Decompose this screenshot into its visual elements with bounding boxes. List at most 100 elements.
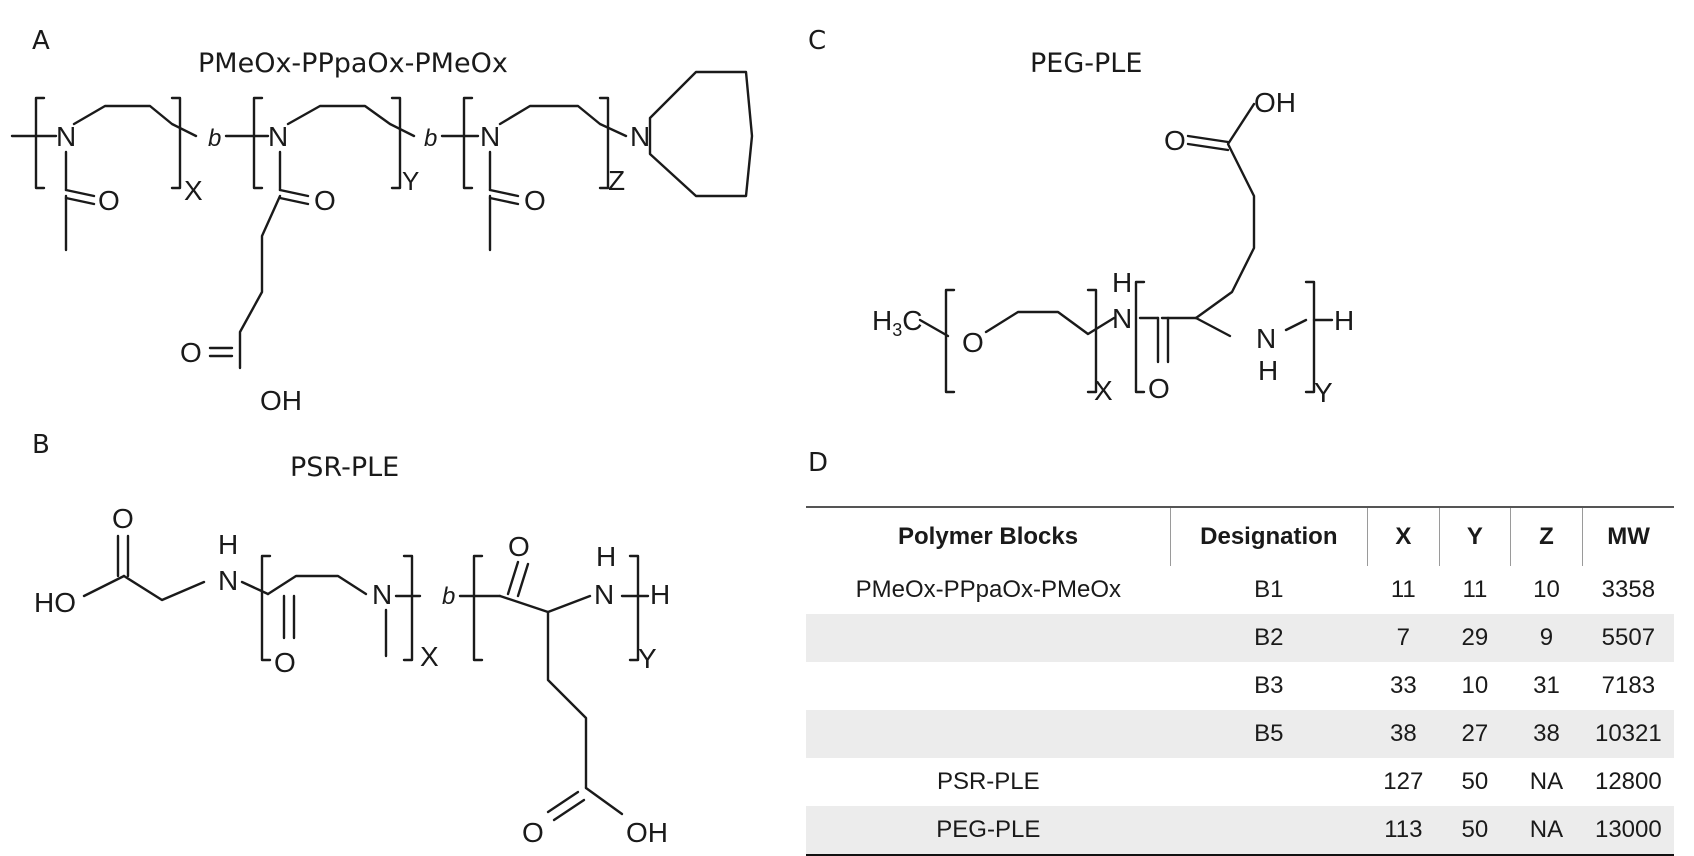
cell-polymer	[806, 710, 1171, 758]
atom-o: O	[1164, 125, 1186, 156]
table-row: B5 38 27 38 10321	[806, 710, 1674, 758]
header-z: Z	[1509, 506, 1583, 566]
cell-mw: 12800	[1594, 768, 1662, 795]
cell-polymer	[806, 614, 1171, 662]
cell-polymer: PMeOx-PPpaOx-PMeOx	[855, 576, 1122, 603]
atom-h: H	[218, 529, 238, 560]
bracket-close	[170, 96, 182, 190]
cell-y: 10	[1461, 672, 1489, 699]
atom-o: O	[274, 647, 296, 678]
cell-x: 33	[1389, 672, 1417, 699]
cell-polymer: PSR-PLE	[936, 768, 1040, 795]
atom-oh: OH	[260, 385, 302, 416]
atom-ho: HO	[34, 587, 76, 618]
subscript-x: X	[420, 641, 439, 672]
atom-o: O	[180, 337, 202, 368]
atom-o: O	[98, 185, 120, 216]
atom-n: N	[218, 565, 238, 596]
atom-h: H	[1334, 305, 1354, 336]
subscript-y: Y	[638, 643, 657, 674]
cell-z: NA	[1529, 768, 1564, 795]
block-b-2: b	[424, 125, 437, 152]
atom-n: N	[372, 579, 392, 610]
atom-o: O	[524, 185, 546, 216]
atom-o: O	[314, 185, 336, 216]
atom-h3c: H3C	[872, 305, 922, 340]
cell-mw: 5507	[1582, 614, 1674, 662]
atom-o: O	[962, 327, 984, 358]
atom-oh: OH	[1254, 87, 1296, 118]
header-x: X	[1366, 506, 1440, 566]
cell-designation: B3	[1254, 672, 1284, 699]
header-mw: MW	[1582, 506, 1674, 566]
cell-x: 127	[1383, 768, 1424, 795]
cell-mw: 13000	[1582, 806, 1674, 856]
cell-designation	[1170, 806, 1367, 856]
atom-o: O	[522, 817, 544, 848]
cell-z: 9	[1510, 614, 1583, 662]
structure-c: OH O H3C O X H N O N H H Y	[872, 87, 1354, 408]
panel-letter-a: A	[32, 26, 50, 56]
atom-oh: OH	[626, 817, 668, 848]
cell-x: 7	[1367, 614, 1440, 662]
cell-polymer	[806, 662, 1171, 710]
cell-polymer: PEG-PLE	[806, 806, 1171, 856]
block-b: b	[442, 583, 455, 610]
polymer-table: Polymer Blocks Designation X Y Z MW PMeO…	[806, 506, 1674, 856]
cell-mw: 10321	[1582, 710, 1674, 758]
table-row: PEG-PLE 113 50 NA 13000	[806, 806, 1674, 856]
atom-n: N	[630, 121, 650, 152]
cell-z: NA	[1510, 806, 1583, 856]
table-header-row: Polymer Blocks Designation X Y Z MW	[806, 506, 1674, 566]
subscript-z: Z	[608, 165, 625, 196]
header-designation: Designation	[1170, 506, 1367, 566]
subscript-y: Y	[1314, 377, 1333, 408]
cell-designation: B2	[1170, 614, 1367, 662]
block-b-1: b	[208, 125, 221, 152]
atom-n: N	[268, 121, 288, 152]
piperidine-ring	[648, 70, 754, 198]
atom-h: H	[1112, 267, 1132, 298]
atom-n: N	[594, 579, 614, 610]
table-row: PMeOx-PPpaOx-PMeOx B1 11 11 10 3358	[806, 566, 1674, 614]
cell-designation	[1171, 758, 1367, 806]
cell-x: 38	[1367, 710, 1440, 758]
structure-title-a: PMeOx-PPpaOx-PMeOx	[198, 48, 508, 79]
structure-title-b: PSR-PLE	[290, 452, 400, 483]
subscript-x: X	[1094, 375, 1113, 406]
table-row: PSR-PLE 127 50 NA 12800	[806, 758, 1674, 806]
cell-x: 11	[1390, 576, 1416, 603]
cell-y: 50	[1439, 806, 1511, 856]
header-y: Y	[1439, 506, 1511, 566]
structure-title-c: PEG-PLE	[1030, 48, 1143, 79]
structure-a: N O X b N O O OH Y b N	[10, 70, 754, 416]
atom-n: N	[1112, 303, 1132, 334]
cell-x: 113	[1367, 806, 1440, 856]
table-row: B3 33 10 31 7183	[806, 662, 1674, 710]
cell-mw: 7183	[1601, 672, 1656, 699]
atom-o: O	[508, 531, 530, 562]
cell-z: 31	[1533, 672, 1560, 699]
cell-designation: B5	[1170, 710, 1367, 758]
cell-y: 50	[1461, 768, 1489, 795]
header-polymer-blocks: Polymer Blocks	[806, 506, 1171, 566]
atom-h: H	[1258, 355, 1278, 386]
cell-y: 27	[1439, 710, 1511, 758]
cell-z: 38	[1510, 710, 1583, 758]
atom-n: N	[480, 121, 500, 152]
bracket-open	[34, 96, 46, 190]
atom-n: N	[1256, 323, 1276, 354]
atom-n: N	[56, 121, 76, 152]
cell-mw: 3358	[1601, 576, 1656, 603]
cell-designation: B1	[1254, 576, 1284, 603]
structure-b: O HO H N O N X b O H N H Y	[34, 503, 670, 848]
panel-letter-c: C	[808, 26, 827, 56]
cell-z: 10	[1533, 576, 1560, 603]
cell-y: 11	[1462, 576, 1488, 603]
atom-h: H	[650, 579, 670, 610]
panel-letter-b: B	[32, 430, 50, 460]
subscript-x: X	[184, 175, 203, 206]
atom-h: H	[596, 541, 616, 572]
atom-o: O	[1148, 373, 1170, 404]
